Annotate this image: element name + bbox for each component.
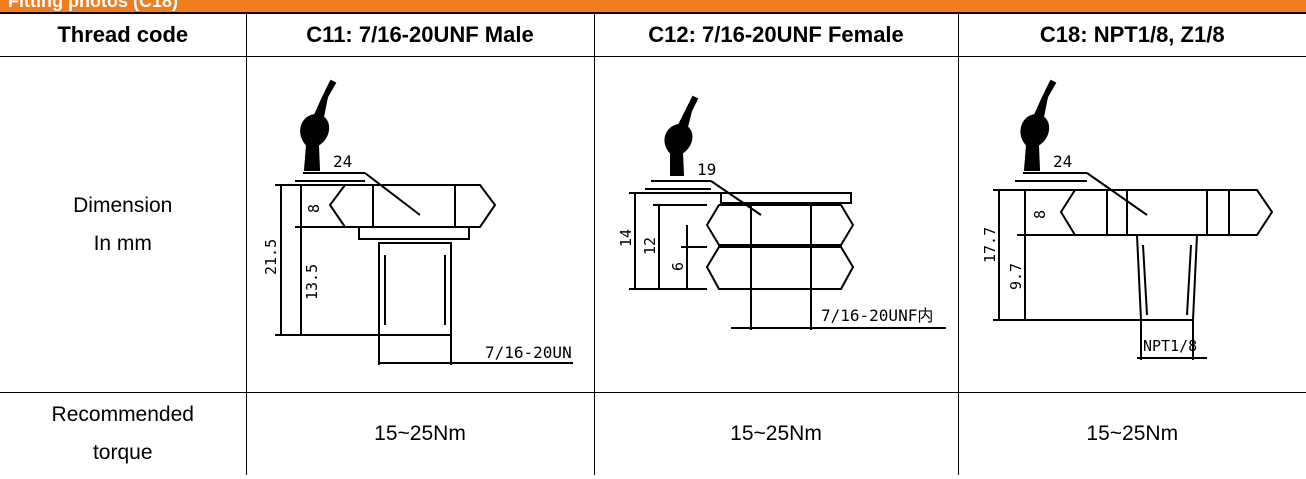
torque-row: Recommended torque 15~25Nm 15~25Nm 15~25… [0, 392, 1306, 475]
torque-label-line1: Recommended [51, 403, 194, 426]
c12-drawing-cell: 19 14 12 6 7/16-20UNF内 [593, 56, 959, 393]
header-thread-code: Thread code [0, 12, 247, 57]
c18-wrench-size: 24 [1053, 152, 1072, 171]
header-c12: C12: 7/16-20UNF Female [593, 12, 959, 57]
c11-hex-height: 8 [305, 203, 323, 212]
c12-thread-label: 7/16-20UNF内 [821, 306, 933, 325]
dimension-label-line1: Dimension [73, 193, 173, 217]
section-title-bar: Fitting photos (C18) [0, 0, 1306, 12]
wrench-icon [1020, 79, 1057, 171]
torque-c12: 15~25Nm [593, 392, 959, 475]
wrench-icon [664, 95, 699, 176]
c12-body-height: 12 [641, 236, 659, 254]
wrench-icon [300, 79, 337, 171]
c11-thread-length: 13.5 [303, 263, 321, 299]
c18-thread-label: NPT1/8 [1143, 337, 1197, 355]
torque-label: Recommended torque [0, 392, 247, 475]
c11-thread-label: 7/16-20UN [485, 343, 572, 362]
c11-wrench-size: 24 [333, 152, 352, 171]
c18-drawing: 24 8 17.7 9.7 NPT1/8 [981, 79, 1274, 360]
header-row: Thread code C11: 7/16-20UNF Male C12: 7/… [0, 12, 1306, 57]
c12-lower-height: 6 [669, 261, 687, 270]
dimension-label: Dimension In mm [0, 56, 247, 393]
torque-label-line2: torque [92, 441, 153, 464]
c12-wrench-size: 19 [697, 160, 716, 179]
c12-total-height: 14 [617, 228, 635, 246]
torque-c18: 15~25Nm [957, 392, 1306, 475]
dimension-label-line2: In mm [93, 231, 152, 255]
header-c11: C11: 7/16-20UNF Male [245, 12, 595, 57]
torque-c11: 15~25Nm [245, 392, 595, 475]
section-title: Fitting photos (C18) [8, 0, 178, 11]
c18-drawing-cell: 24 8 17.7 9.7 NPT1/8 [957, 56, 1306, 393]
c18-thread-length: 9.7 [1007, 262, 1025, 289]
c11-drawing: 24 8 21.5 13.5 7/16-20UN [262, 79, 573, 365]
c11-drawing-cell: 24 8 21.5 13.5 7/16-20UN [245, 56, 595, 393]
thread-spec-table: Thread code C11: 7/16-20UNF Male C12: 7/… [0, 12, 1306, 475]
dimension-row: Dimension In mm [0, 56, 1306, 393]
header-c18: C18: NPT1/8, Z1/8 [957, 12, 1306, 57]
c11-total-height: 21.5 [262, 238, 280, 274]
c18-total-height: 17.7 [981, 226, 999, 262]
c12-drawing: 19 14 12 6 7/16-20UNF内 [617, 95, 946, 330]
c18-hex-height: 8 [1031, 209, 1049, 218]
